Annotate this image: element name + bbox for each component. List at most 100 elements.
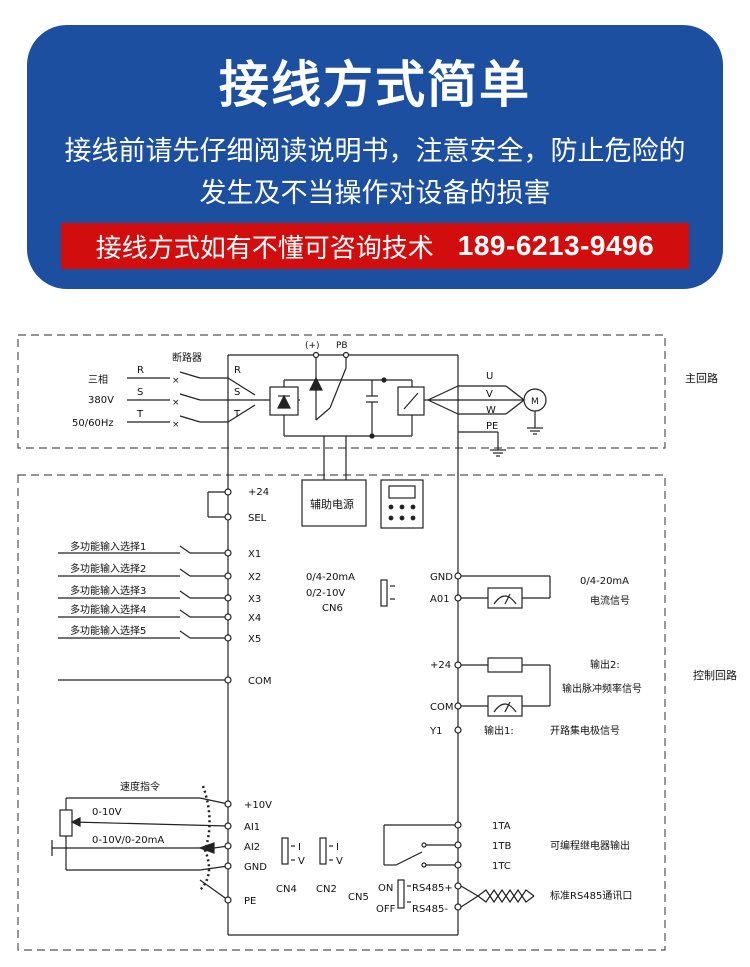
cn5-off: OFF	[376, 904, 396, 915]
cn6-label: CN6	[322, 603, 343, 614]
output-pe: PE	[486, 421, 498, 432]
cn4-jumper	[281, 837, 295, 865]
aux-power-box	[301, 479, 367, 527]
multifunction-input-lines	[58, 545, 232, 684]
banner-subtitle-line1: 接线前请先仔细阅读说明书，注意安全，防止危险的	[64, 136, 686, 167]
terminal-gnd-ai: GND	[244, 862, 267, 873]
keypad-icon	[380, 479, 424, 529]
output-u: U	[486, 371, 493, 382]
contact-bar: 接线方式如有不懂可咨询技术 189-6213-9496	[61, 223, 689, 269]
phone-number: 189-6213-9496	[457, 230, 655, 261]
supply-voltage: 380V	[88, 395, 114, 406]
cn6-current: 0/4-20mA	[306, 572, 355, 583]
aux-power-label: 辅助电源	[310, 497, 354, 511]
input-phase-lines: × × ×	[127, 371, 228, 430]
output1-desc: 开路集电极信号	[550, 724, 620, 737]
svg-text:×: ×	[172, 398, 180, 408]
cn4-i: I	[298, 842, 301, 853]
relay-desc: 可编程继电器输出	[550, 839, 630, 852]
ao-signal-range: 0/4-20mA	[580, 576, 629, 587]
cn5-label: CN5	[348, 892, 369, 903]
control-circuit-border	[17, 474, 666, 951]
pb-label: PB	[336, 341, 348, 351]
rs485-minus: RS485-	[412, 904, 448, 915]
output-v: V	[486, 389, 493, 400]
terminal-1ta: 1TA	[492, 821, 511, 832]
svg-text:×: ×	[172, 420, 180, 430]
output2-label: 输出2:	[590, 658, 620, 671]
header-banner: 接线方式简单 接线前请先仔细阅读说明书，注意安全，防止危险的 发生及不当操作对设…	[27, 25, 723, 289]
terminal-plus24-sel: +24	[248, 487, 269, 498]
motor-wiring	[458, 385, 547, 457]
cn2-jumper	[319, 837, 333, 865]
mf-input-4: 多功能输入选择4	[70, 603, 146, 616]
relay-wiring	[383, 821, 462, 869]
mf-input-2: 多功能输入选择2	[70, 562, 146, 575]
inverter-r: R	[234, 365, 241, 376]
terminal-x1: X1	[248, 549, 261, 560]
phase-s-label: S	[137, 387, 143, 398]
terminal-1tb: 1TB	[492, 841, 511, 852]
banner-title: 接线方式简单	[219, 56, 531, 114]
supply-three-phase: 三相	[88, 373, 108, 386]
motor-label: M	[531, 397, 539, 407]
inverter-s: S	[234, 387, 240, 398]
terminal-sel: SEL	[248, 513, 267, 524]
banner-subtitle-line2: 发生及不当操作对设备的损害	[199, 178, 551, 209]
terminal-a01: A01	[430, 594, 450, 605]
potentiometer-wiring	[51, 785, 232, 904]
cn6-voltage: 0/2-10V	[306, 588, 345, 599]
cn5-switch	[397, 879, 411, 909]
terminal-1tc: 1TC	[492, 861, 511, 872]
cn6-jumper	[380, 579, 395, 607]
terminal-pe-ai: PE	[244, 896, 256, 907]
pulse-output-wiring	[454, 657, 551, 734]
mf-input-3: 多功能输入选择3	[70, 584, 146, 597]
contact-text: 接线方式如有不懂可咨询技术	[95, 233, 434, 264]
dc-plus-label: (+)	[305, 341, 320, 351]
control-circuit-label: 控制回路	[693, 668, 737, 682]
terminal-plus24-pulse: +24	[430, 660, 451, 671]
speed-command-label: 速度指令	[120, 780, 160, 793]
inverter-block	[397, 380, 459, 436]
output2-desc: 输出脉冲频率信号	[562, 682, 642, 695]
terminal-x5: X5	[248, 634, 261, 645]
terminal-plus10v: +10V	[244, 800, 272, 811]
terminal-com-pulse: COM	[430, 702, 453, 713]
cn4-label: CN4	[276, 884, 297, 895]
brake-capacitor	[309, 351, 387, 439]
breaker-label: 断路器	[172, 351, 202, 364]
terminal-gnd-ao: GND	[430, 572, 453, 583]
analog-output-wiring	[454, 572, 551, 609]
terminal-x2: X2	[248, 572, 261, 583]
cn2-v: V	[336, 856, 343, 867]
sel-jumper	[207, 488, 232, 521]
svg-text:×: ×	[172, 376, 180, 386]
cn2-i: I	[336, 842, 339, 853]
rs485-desc: 标准RS485通讯口	[550, 890, 632, 902]
terminal-x4: X4	[248, 613, 261, 624]
output1-label: 输出1:	[484, 724, 514, 737]
cn5-on: ON	[378, 883, 393, 894]
rs485-plus: RS485+	[412, 883, 453, 894]
terminal-com: COM	[248, 676, 271, 687]
main-circuit-label: 主回路	[685, 372, 718, 385]
main-circuit-border	[17, 334, 666, 449]
rs485-twisted-pair	[454, 882, 535, 911]
terminal-y1: Y1	[429, 726, 442, 737]
mf-input-5: 多功能输入选择5	[70, 624, 146, 637]
mf-input-1: 多功能输入选择1	[70, 540, 146, 553]
phase-t-label: T	[136, 409, 144, 420]
cn2-label: CN2	[316, 884, 337, 895]
pot-voltage-label: 0-10V	[92, 807, 122, 818]
rectifier-block	[227, 377, 412, 437]
inverter-t: T	[233, 409, 241, 420]
cn4-v: V	[298, 856, 305, 867]
ao-signal-type: 电流信号	[590, 594, 630, 607]
supply-frequency: 50/60Hz	[72, 418, 114, 429]
output-w: W	[486, 405, 496, 416]
terminal-x3: X3	[248, 594, 261, 605]
terminal-ai2: AI2	[244, 842, 260, 853]
terminal-ai1: AI1	[244, 822, 260, 833]
